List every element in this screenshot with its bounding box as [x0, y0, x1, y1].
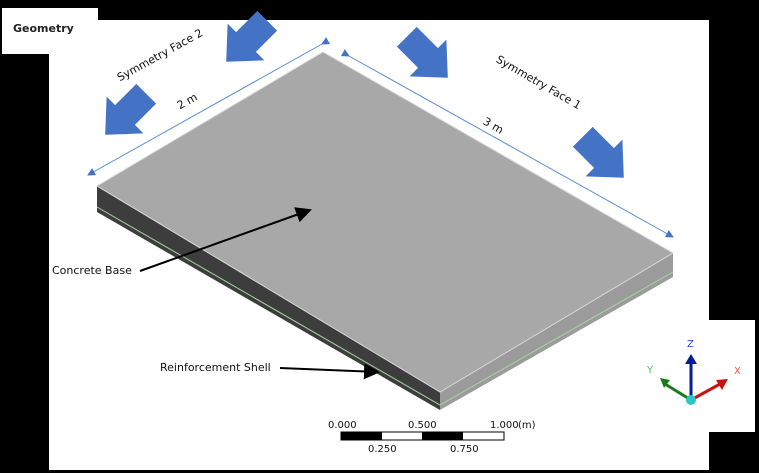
- scale-label-500: 0.500: [408, 420, 437, 431]
- reinforcement-shell-leader: [279, 363, 380, 380]
- load-arrow-icon: [572, 126, 624, 178]
- axis-y-label: Y: [647, 365, 654, 376]
- viewport-title: Geometry: [13, 22, 74, 35]
- concrete-base-leader: [139, 207, 312, 272]
- dimension-line-2m: [87, 37, 331, 176]
- axis-x-label: X: [734, 366, 741, 377]
- load-arrow-icon: [105, 83, 157, 135]
- scale-label-1000: 1.000: [490, 420, 519, 431]
- viewport-canvas-extension: [600, 320, 755, 432]
- slab-side-right: [440, 253, 673, 410]
- scale-label-0: 0.000: [328, 420, 357, 431]
- reinforcement-shell-label: Reinforcement Shell: [160, 361, 271, 374]
- dimension-line-3m: [340, 49, 674, 238]
- scale-label-750: 0.750: [450, 444, 479, 455]
- load-arrow-icon: [226, 10, 278, 62]
- load-arrow-icon: [396, 26, 448, 78]
- coordinate-triad[interactable]: [660, 354, 728, 405]
- scale-unit: (m): [518, 420, 536, 431]
- scale-label-250: 0.250: [368, 444, 397, 455]
- reinforcement-shell-edge: [96, 206, 674, 406]
- axis-z-label: Z: [687, 339, 694, 350]
- scale-bar: [340, 431, 505, 441]
- title-panel: [2, 8, 98, 54]
- slab-side-left: [97, 186, 440, 410]
- concrete-base-label: Concrete Base: [52, 264, 132, 277]
